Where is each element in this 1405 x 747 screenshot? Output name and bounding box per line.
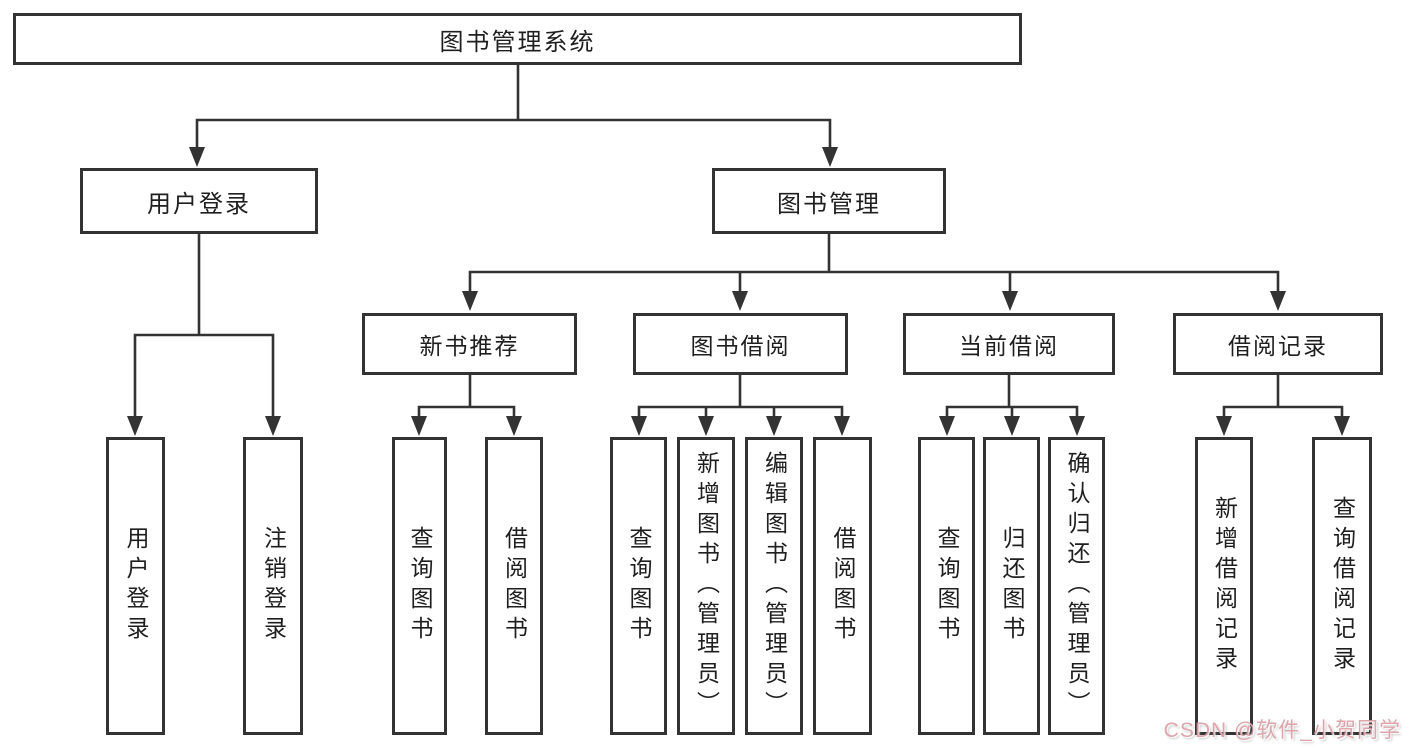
- leaf-return-book: 归还图书: [983, 437, 1040, 735]
- node-label: 图书借阅: [690, 333, 791, 359]
- node-label: 借阅图书: [501, 526, 528, 646]
- node-label: 新增图书（管理员）: [693, 451, 720, 721]
- node-label: 编辑图书（管理员）: [761, 451, 788, 721]
- leaf-query-books-1: 查询图书: [392, 437, 447, 735]
- node-library-system: 图书管理系统: [13, 13, 1022, 65]
- node-label: 查询图书: [626, 526, 652, 646]
- node-label: 用户登录: [123, 526, 149, 646]
- node-label: 图书管理: [777, 190, 881, 218]
- node-label: 用户登录: [147, 190, 251, 218]
- node-current-borrowing: 当前借阅: [903, 313, 1115, 375]
- node-book-management: 图书管理: [712, 168, 946, 234]
- node-label: 借阅图书: [830, 526, 856, 646]
- node-label: 确认归还（管理员）: [1064, 451, 1090, 721]
- leaf-edit-book-admin: 编辑图书（管理员）: [745, 437, 803, 735]
- leaf-add-book-admin: 新增图书（管理员）: [677, 437, 735, 735]
- leaf-query-books-3: 查询图书: [918, 437, 975, 735]
- node-label: 查询借阅记录: [1329, 496, 1356, 676]
- node-label: 注销登录: [260, 526, 287, 646]
- leaf-user-login: 用户登录: [106, 437, 165, 735]
- node-label: 借阅记录: [1228, 333, 1328, 359]
- leaf-query-books-2: 查询图书: [610, 437, 667, 735]
- leaf-add-borrow-record: 新增借阅记录: [1195, 437, 1253, 735]
- leaf-confirm-return-admin: 确认归还（管理员）: [1048, 437, 1105, 735]
- node-label: 归还图书: [999, 526, 1025, 646]
- node-new-book-recommend: 新书推荐: [362, 313, 577, 375]
- csdn-watermark: CSDN @软件_小贺同学: [1163, 719, 1401, 742]
- node-label: 新增借阅记录: [1211, 496, 1238, 676]
- node-label: 查询图书: [407, 526, 433, 646]
- node-borrow-records: 借阅记录: [1173, 313, 1383, 375]
- leaf-query-borrow-record: 查询借阅记录: [1312, 437, 1372, 735]
- node-label: 查询图书: [934, 526, 960, 646]
- node-user-login: 用户登录: [80, 168, 318, 234]
- node-label: 图书管理系统: [439, 28, 596, 56]
- node-label: 当前借阅: [959, 333, 1059, 359]
- leaf-borrow-books-2: 借阅图书: [813, 437, 872, 735]
- node-label: 新书推荐: [419, 333, 520, 359]
- node-book-borrowing: 图书借阅: [633, 313, 848, 375]
- leaf-borrow-books-1: 借阅图书: [485, 437, 543, 735]
- leaf-logout-login: 注销登录: [243, 437, 303, 735]
